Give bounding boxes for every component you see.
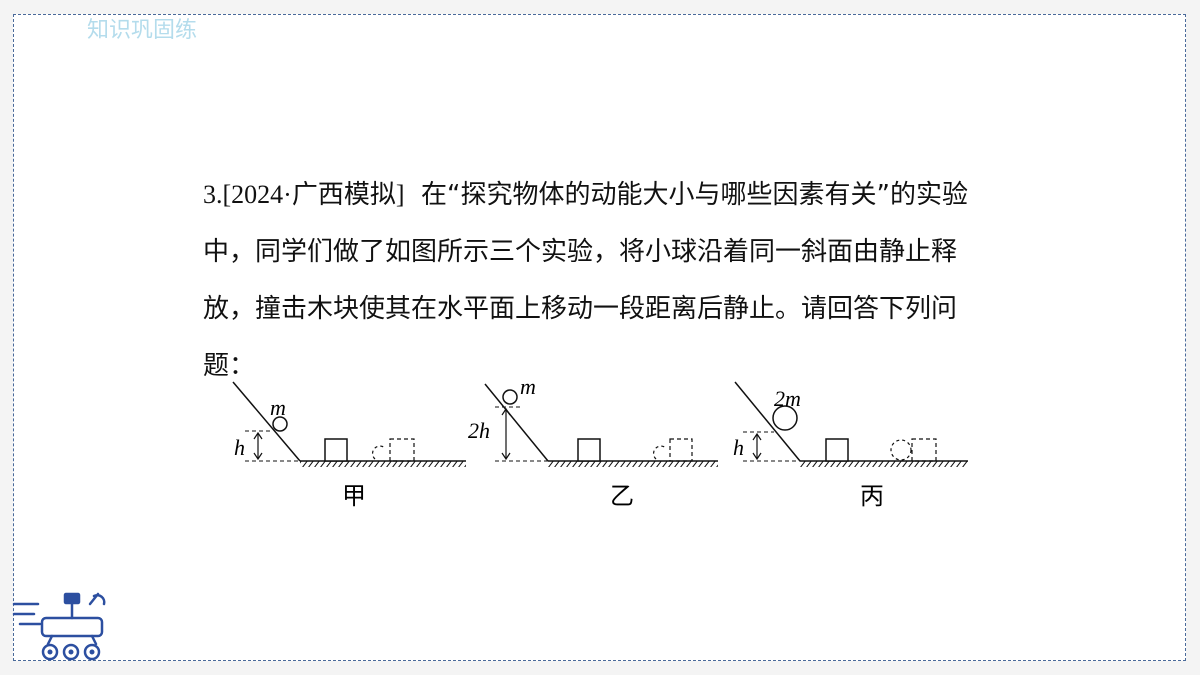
height-label-bing: h [733, 435, 744, 460]
question-number: 3. [203, 180, 223, 209]
caption-bing: 丙 [860, 484, 884, 510]
section-title: 知识巩固练 [87, 18, 198, 43]
question-block: 3.[2024·广西模拟] 在“探究物体的动能大小与哪些因素有关”的实验中，同学… [203, 166, 1003, 395]
panel-yi: m 2h 乙 [468, 374, 718, 510]
caption-yi: 乙 [610, 484, 634, 510]
caption-jia: 甲 [342, 484, 366, 510]
question-text: 在“探究物体的动能大小与哪些因素有关”的实验中，同学们做了如图所示三个实验，将小… [203, 180, 968, 381]
panel-bing: 2m h 丙 [733, 381, 968, 510]
question-source: [2024·广西模拟] [222, 180, 405, 209]
mass-label-jia: m [270, 395, 286, 420]
slide-frame [13, 14, 1186, 661]
mass-label-bing: 2m [774, 386, 801, 411]
height-label-jia: h [234, 435, 245, 460]
panel-jia: m h 甲 [232, 381, 466, 510]
experiment-figure: m h 甲 m 2h 乙 2m h 丙 [232, 374, 968, 510]
height-label-yi: 2h [468, 418, 490, 443]
mass-label-yi: m [520, 374, 536, 399]
rover-icon [12, 592, 106, 661]
